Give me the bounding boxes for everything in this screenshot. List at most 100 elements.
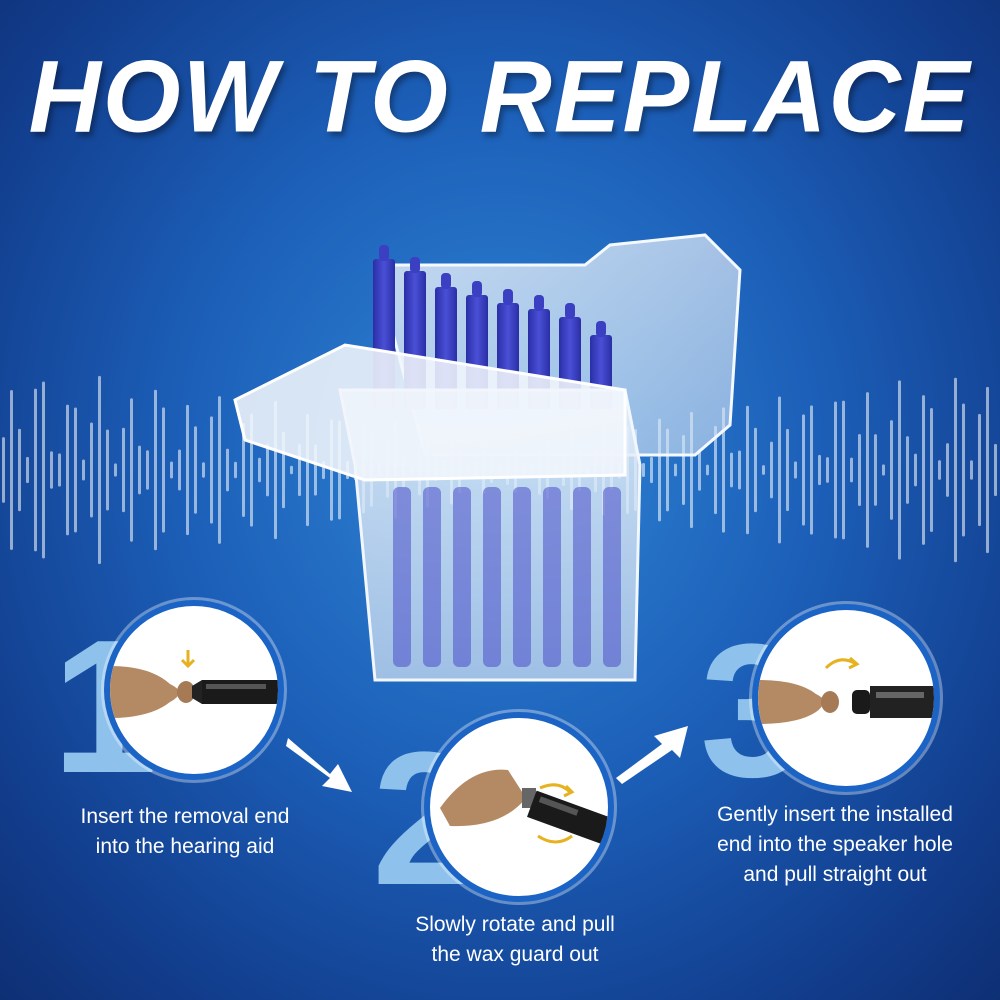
case-slot — [453, 487, 471, 667]
step-2-caption-line-1: Slowly rotate and pull — [415, 913, 615, 936]
case-slot — [573, 487, 591, 667]
wave-bar — [98, 375, 101, 565]
wave-bar — [698, 449, 701, 491]
step-1-caption-line-1: Insert the removal end — [80, 805, 290, 828]
case-slot — [543, 487, 561, 667]
case-slot — [423, 487, 441, 667]
wave-bar — [842, 400, 845, 540]
wave-bar — [234, 461, 237, 479]
wave-bar — [26, 456, 29, 484]
wave-bar — [914, 453, 917, 487]
case-slot — [483, 487, 501, 667]
wave-bar — [882, 464, 885, 476]
wave-bar — [178, 449, 181, 491]
wave-bar — [826, 457, 829, 483]
wave-bar — [218, 396, 221, 544]
wave-bar — [802, 414, 805, 526]
wave-bar — [258, 457, 261, 483]
case-slot — [603, 487, 621, 667]
wave-bar — [706, 464, 709, 476]
wave-bar — [34, 388, 37, 552]
wave-bar — [866, 392, 869, 548]
wave-bar — [954, 377, 957, 563]
step-3-caption-line-2: end into the speaker hole — [717, 833, 953, 856]
wave-bar — [146, 450, 149, 490]
wax-guard-case-image — [233, 233, 742, 682]
wave-bar — [154, 389, 157, 551]
wave-bar — [42, 381, 45, 559]
wave-bar — [210, 416, 213, 524]
wave-bar — [994, 443, 997, 497]
wave-bar — [242, 422, 245, 518]
wave-bar — [978, 413, 981, 527]
wave-bar — [162, 407, 165, 533]
step-2-caption: Slowly rotate and pull the wax guard out — [360, 910, 670, 970]
wave-bar — [970, 460, 973, 480]
wave-bar — [754, 427, 757, 513]
wave-bar — [650, 456, 653, 484]
wave-bar — [874, 434, 877, 506]
step-3-caption-line-1: Gently insert the installed — [717, 803, 953, 826]
headline: HOW TO REPLACE — [28, 39, 972, 155]
wave-bar — [2, 437, 5, 503]
wave-bar — [138, 445, 141, 495]
wave-bar — [738, 450, 741, 490]
arrow-to-step-2 — [286, 738, 352, 792]
wave-bar — [834, 401, 837, 539]
wave-bar — [106, 429, 109, 511]
step-3-caption-line-3: and pull straight out — [743, 863, 927, 886]
wave-bar — [722, 407, 725, 533]
wave-bar — [186, 404, 189, 536]
wave-bar — [58, 453, 61, 487]
wave-bar — [90, 422, 93, 518]
wave-bar — [962, 403, 965, 537]
wave-bar — [818, 454, 821, 486]
wave-bar — [10, 390, 13, 550]
wave-bar — [746, 405, 749, 535]
wave-bar — [82, 459, 85, 481]
step-1-caption-line-2: into the hearing aid — [95, 835, 275, 858]
wave-bar — [898, 380, 901, 560]
wave-bar — [290, 465, 293, 475]
wave-bar — [674, 463, 677, 477]
wave-bar — [122, 427, 125, 513]
step-3-illustration — [752, 604, 940, 792]
wave-bar — [74, 407, 77, 533]
wave-bar — [778, 396, 781, 544]
wave-bar — [730, 452, 733, 488]
wave-bar — [946, 443, 949, 497]
wave-bar — [170, 461, 173, 479]
step-1-illustration — [104, 600, 284, 780]
wave-bar — [850, 457, 853, 483]
step-3-caption: Gently insert the installed end into the… — [680, 800, 990, 890]
wave-bar — [762, 465, 765, 475]
wave-bar — [938, 460, 941, 480]
arrow-to-step-3 — [616, 726, 688, 784]
step-2-caption-line-2: the wax guard out — [431, 943, 599, 966]
wave-bar — [130, 398, 133, 542]
wave-bar — [50, 451, 53, 489]
wave-bar — [922, 395, 925, 545]
case-slot — [393, 487, 411, 667]
wave-bar — [890, 420, 893, 520]
wave-bar — [786, 428, 789, 512]
wave-bar — [810, 405, 813, 535]
wave-bar — [194, 426, 197, 514]
wave-bar — [906, 436, 909, 504]
wave-bar — [858, 433, 861, 507]
wave-bar — [114, 463, 117, 477]
step-1-caption: Insert the removal end into the hearing … — [40, 802, 330, 862]
wave-bar — [18, 428, 21, 512]
wave-bar — [202, 462, 205, 478]
wave-bar — [770, 441, 773, 499]
wave-bar — [266, 443, 269, 497]
wave-bar — [930, 408, 933, 532]
step-2-illustration — [424, 712, 614, 902]
wave-bar — [226, 448, 229, 492]
case-slot — [513, 487, 531, 667]
wave-bar — [986, 386, 989, 554]
wave-bar — [66, 404, 69, 536]
wave-bar — [794, 461, 797, 479]
wave-bar — [642, 463, 645, 477]
